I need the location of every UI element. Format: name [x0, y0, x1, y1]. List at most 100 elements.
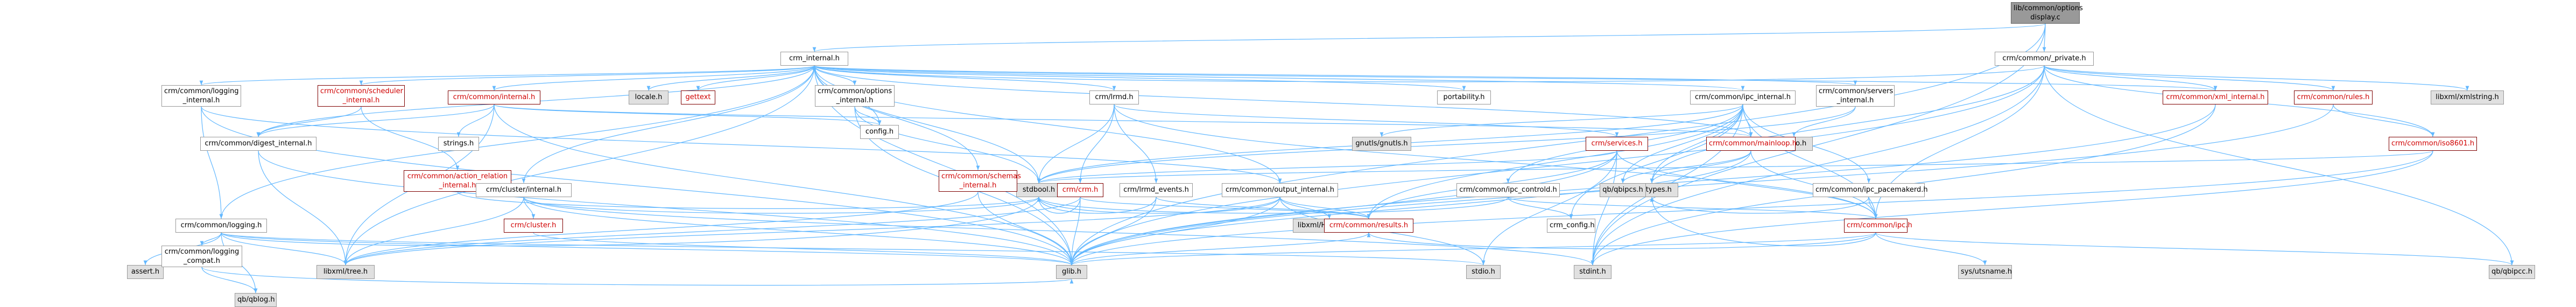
node-cluster-internal[interactable]: crm/cluster/internal.h	[476, 183, 572, 197]
edge-services-to-ipc	[1616, 150, 1878, 219]
node-label-line: crm/common/rules.h	[2297, 93, 2370, 101]
node-label-line: crm/common/ipc.h	[1847, 221, 1912, 229]
node-cluster[interactable]: crm/cluster.h	[504, 219, 563, 233]
node-logging-compat[interactable]: crm/common/logging_compat.h	[161, 246, 242, 267]
edge-logging-to-stdbool	[221, 197, 1041, 247]
node-label-line: crm/common/output_internal.h	[1226, 186, 1334, 194]
node-label-line: _internal.h	[439, 182, 476, 190]
edge-action_relation-to-stdbool	[457, 191, 1041, 209]
edge-crm_internal-to-scheduler_internal	[360, 65, 815, 86]
edge-cluster_internal-to-stdbool	[523, 197, 1041, 214]
edge-ipc_internal-to-ipc	[1742, 104, 1878, 219]
node-mainloop[interactable]: crm/common/mainloop.h	[1706, 137, 1797, 151]
edge-crm_internal-to-stdbool	[814, 65, 1041, 184]
edge-crm_internal-to-ipc_internal	[814, 65, 1744, 91]
edge-crm_h-to-results	[1080, 197, 1371, 219]
node-lrmd-events[interactable]: crm/lrmd_events.h	[1120, 183, 1193, 197]
node-label-line: crm_internal.h	[789, 54, 840, 62]
edge-scheduler_internal-to-digest_internal	[256, 106, 362, 137]
node-label-line: display.c	[2030, 13, 2060, 22]
edge-lrmd_events-to-stdbool	[1037, 197, 1157, 214]
node-crm-config[interactable]: crm_config.h	[1547, 219, 1595, 233]
edge-crm_internal-to-schemas_internal	[814, 65, 980, 171]
node-servers-internal[interactable]: crm/common/servers_internal.h	[1816, 85, 1895, 107]
edge-common_internal-to-mainloop	[494, 104, 1752, 137]
node-xml-internal[interactable]: crm/common/xml_internal.h	[2163, 90, 2268, 104]
edge-schemas_internal-to-libxml_tree	[343, 191, 979, 266]
edge-output_internal-to-results	[1279, 197, 1371, 219]
edge-ipc_internal-to-gnutls	[1380, 104, 1743, 137]
edge-crm_private-to-xml_internal	[2044, 65, 2218, 91]
node-label-line: assert.h	[131, 268, 160, 276]
node-label-line: crm/common/scheduler	[320, 87, 403, 95]
node-portability[interactable]: portability.h	[1437, 90, 1491, 104]
edge-crm_internal-to-mainloop	[814, 65, 1753, 137]
node-lrmd[interactable]: crm/lrmd.h	[1089, 90, 1139, 104]
edge-crm_internal-to-logging_internal	[200, 65, 815, 86]
edge-ipc_internal-to-results	[1367, 104, 1743, 219]
edge-ipc-to-glib	[1070, 232, 1876, 266]
edge-rules-to-iso8601	[2333, 104, 2435, 137]
edge-logging-to-libxml_tree	[221, 232, 348, 266]
node-qb-log: qb/qblog.h	[235, 293, 277, 307]
node-strings[interactable]: strings.h	[438, 137, 479, 151]
node-label-line: crm/common/ipc_internal.h	[1694, 93, 1791, 101]
edge-services-to-stdbool	[1037, 150, 1617, 184]
node-logging-internal[interactable]: crm/common/logging_internal.h	[161, 85, 241, 107]
edge-crm_internal-to-locale	[646, 65, 815, 91]
edge-mainloop-to-sys_types	[1650, 150, 1751, 184]
node-ipc-pacemakerd[interactable]: crm/common/ipc_pacemakerd.h	[1813, 183, 1928, 197]
node-label-line: crm/common/logging	[164, 248, 240, 256]
node-sys-utsname: sys/utsname.h	[1958, 265, 2012, 279]
node-logging[interactable]: crm/common/logging.h	[175, 219, 267, 233]
node-common-internal[interactable]: crm/common/internal.h	[448, 90, 540, 104]
node-options-internal[interactable]: crm/common/options_internal.h	[815, 85, 895, 107]
edge-ipc_internal-to-sys_types	[1650, 104, 1743, 184]
edge-crm_internal-to-gettext	[696, 65, 815, 91]
edge-common_internal-to-strings	[456, 104, 495, 137]
edge-iso8601-to-glib	[1069, 150, 2433, 266]
edge-cluster_internal-to-glib	[523, 197, 1074, 266]
node-crm-private[interactable]: crm/common/_private.h	[1995, 52, 2094, 66]
node-glib: glib.h	[1056, 265, 1087, 279]
edge-crm_internal-to-xml_internal	[814, 65, 2217, 91]
edge-schemas_internal-to-glib	[977, 191, 1074, 266]
node-output-internal[interactable]: crm/common/output_internal.h	[1222, 183, 1338, 197]
edge-logging-to-glib	[221, 232, 1073, 266]
node-stdio: stdio.h	[1466, 265, 1501, 279]
edge-services-to-stdint	[1590, 150, 1617, 266]
node-config[interactable]: config.h	[860, 125, 899, 139]
node-label-line: crm/common/_private.h	[2002, 54, 2086, 62]
node-scheduler-internal[interactable]: crm/common/scheduler_internal.h	[318, 85, 405, 107]
edge-scheduler_internal-to-action_relation	[361, 106, 460, 171]
node-crm-internal[interactable]: crm_internal.h	[780, 52, 848, 66]
node-digest-internal[interactable]: crm/common/digest_internal.h	[200, 137, 316, 151]
edge-logging_internal-to-logging	[201, 106, 223, 219]
node-libxml-xmlstring: libxml/xmlstring.h	[2431, 90, 2504, 104]
edge-lrmd-to-lrmd_events	[1114, 104, 1158, 184]
node-schemas-internal[interactable]: crm/common/schemas_internal.h	[939, 170, 1021, 192]
node-rules[interactable]: crm/common/rules.h	[2294, 90, 2373, 104]
edge-services-to-stdio	[1481, 150, 1617, 266]
node-label-line: crm/cluster/internal.h	[485, 186, 562, 194]
node-ipc-controld[interactable]: crm/common/ipc_controld.h	[1456, 183, 1560, 197]
edge-cluster_internal-to-stdint	[523, 197, 1595, 266]
edge-servers_internal-to-stdbool	[1037, 106, 1856, 184]
edge-ipc-to-sys_utsname	[1875, 232, 1987, 266]
node-label-line: libxml/xmlstring.h	[2436, 93, 2499, 101]
node-gettext[interactable]: gettext	[681, 90, 715, 104]
node-services[interactable]: crm/services.h	[1586, 137, 1648, 151]
edge-logging-to-stdio	[221, 232, 1485, 266]
node-crm-h[interactable]: crm/crm.h	[1057, 183, 1103, 197]
node-label-line: crm/common/iso8601.h	[2391, 139, 2475, 148]
node-ipc-internal[interactable]: crm/common/ipc_internal.h	[1690, 90, 1796, 104]
edge-crm_h-to-glib	[1069, 197, 1081, 266]
edge-crm_h-to-libxml_tree	[343, 197, 1081, 266]
node-ipc[interactable]: crm/common/ipc.h	[1844, 219, 1912, 233]
node-iso8601[interactable]: crm/common/iso8601.h	[2389, 137, 2477, 151]
node-results[interactable]: crm/common/results.h	[1324, 219, 1413, 233]
node-label-line: crm/common/ipc_controld.h	[1459, 186, 1557, 194]
node-label-line: crm/common/servers	[1819, 87, 1894, 95]
edge-lrmd-to-services	[1114, 104, 1619, 137]
node-libxml-tree: libxml/tree.h	[316, 265, 375, 279]
